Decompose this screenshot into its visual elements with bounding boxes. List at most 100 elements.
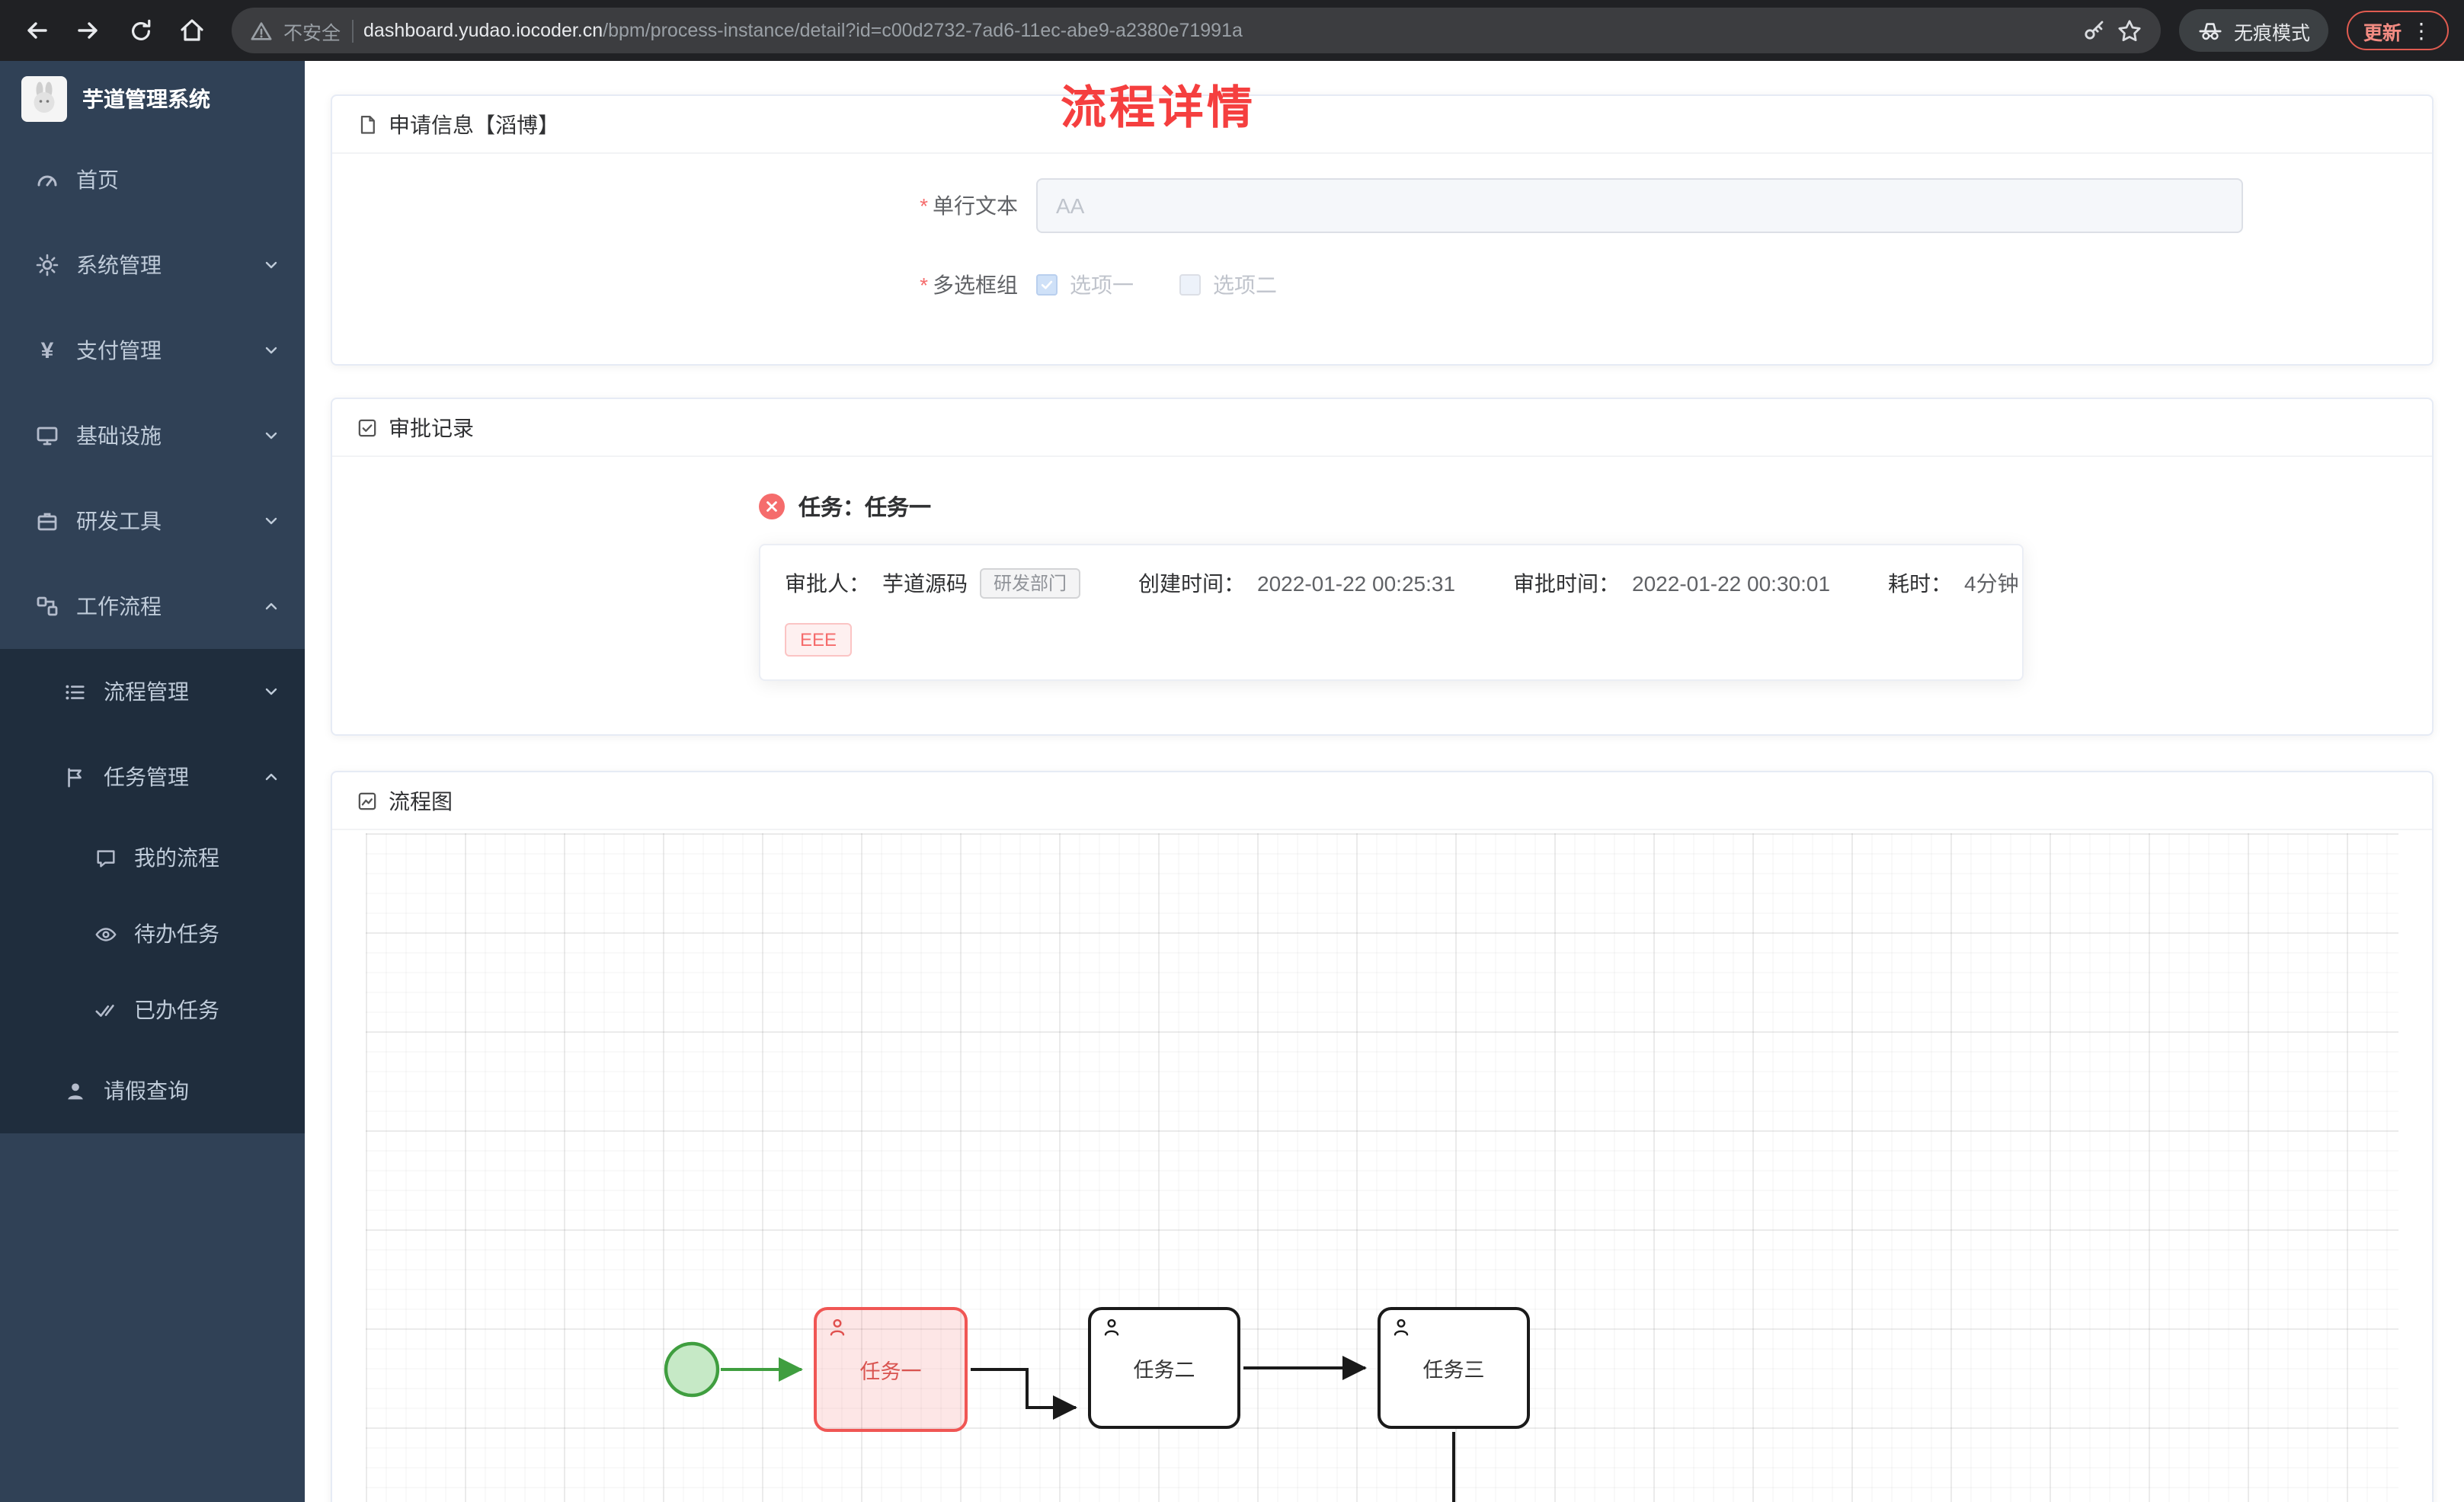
- checkbox-checked-icon: [1036, 274, 1058, 296]
- sidebar-item-system[interactable]: 系统管理: [0, 222, 305, 308]
- chevron-up-icon: [262, 597, 280, 615]
- sidebar-item-workflow[interactable]: 工作流程: [0, 564, 305, 649]
- user-task-icon: [1391, 1318, 1411, 1342]
- person-icon: [61, 1079, 88, 1102]
- monitor-icon: [34, 423, 61, 448]
- apply-info-title: 申请信息【滔博】: [389, 112, 559, 136]
- sidebar-item-payment[interactable]: ¥ 支付管理: [0, 308, 305, 393]
- approved-label: 审批时间：: [1513, 571, 1621, 596]
- process-diagram-header: 流程图: [332, 772, 2432, 830]
- task-title: 任务：任务一: [798, 497, 931, 521]
- approval-detail-card: 审批人： 芋道源码 研发部门 创建时间： 2022-01-22 00:25:31 审…: [759, 544, 2024, 681]
- timeline-item: 任务：任务一: [759, 491, 2432, 523]
- created-time: 2022-01-22 00:25:31: [1257, 571, 1456, 596]
- chevron-down-icon: [262, 427, 280, 445]
- required-asterisk: *: [920, 273, 928, 297]
- duration-label: 耗时：: [1888, 571, 1953, 596]
- incognito-icon: [2197, 18, 2223, 43]
- approver-label: 审批人：: [785, 571, 870, 596]
- approval-meta-line: 审批人： 芋道源码 研发部门 创建时间： 2022-01-22 00:25:31 审…: [785, 568, 2019, 599]
- back-icon[interactable]: [15, 9, 58, 52]
- home-icon[interactable]: [171, 9, 213, 52]
- approver-name: 芋道源码: [882, 571, 968, 596]
- dept-tag: 研发部门: [980, 568, 1081, 599]
- warning-icon: [250, 19, 273, 42]
- sidebar-item-home[interactable]: 首页: [0, 137, 305, 222]
- browser-toolbar: 不安全 dashboard.yudao.iocoder.cn/bpm/proce…: [0, 0, 2464, 61]
- start-event-circle: [664, 1341, 720, 1398]
- error-status-icon: [759, 494, 785, 519]
- sidebar-item-label: 流程管理: [104, 679, 189, 704]
- sidebar-item-label: 研发工具: [76, 509, 162, 533]
- chevron-down-icon: [262, 256, 280, 274]
- bpmn-canvas[interactable]: 任务一 任务二 任务三: [366, 833, 2398, 1502]
- forward-icon[interactable]: [67, 9, 110, 52]
- refresh-icon[interactable]: [119, 9, 162, 52]
- process-diagram-title: 流程图: [389, 788, 453, 813]
- form-row-checkbox: *多选框组 选项一 选项二: [332, 257, 2432, 312]
- comment-tag: EEE: [785, 623, 853, 657]
- app-logo[interactable]: 芋道管理系统: [0, 61, 305, 137]
- chevron-down-icon: [262, 682, 280, 701]
- bpmn-task-1[interactable]: 任务一: [814, 1307, 968, 1432]
- user-task-icon: [827, 1318, 847, 1342]
- sidebar-item-label: 首页: [76, 168, 119, 192]
- toolbox-icon: [34, 509, 61, 533]
- url-path: /bpm/process-instance/detail?id=c00d2732…: [603, 20, 1243, 41]
- approval-records-title: 审批记录: [389, 415, 474, 439]
- update-button[interactable]: 更新 ⋮: [2346, 11, 2449, 50]
- app-title: 芋道管理系统: [82, 87, 210, 111]
- security-label[interactable]: 不安全: [283, 22, 341, 43]
- list-icon: [61, 680, 88, 703]
- dashboard-icon: [34, 168, 61, 192]
- sidebar-item-task-mgmt[interactable]: 任务管理: [0, 734, 305, 820]
- text-field-label: *单行文本: [920, 193, 1018, 218]
- bpmn-task-2[interactable]: 任务二: [1088, 1307, 1240, 1429]
- sidebar-item-label: 系统管理: [76, 253, 162, 277]
- apply-info-card: 申请信息【滔博】 *单行文本 *多选框组 选项一 选项二: [331, 94, 2434, 366]
- approval-timeline: 任务：任务一 审批人： 芋道源码 研发部门 创建时间： 2022-01-22 00:…: [332, 457, 2432, 681]
- menu-dots-icon[interactable]: ⋮: [2411, 18, 2432, 42]
- bpmn-task-3[interactable]: 任务三: [1378, 1307, 1530, 1429]
- sidebar-item-infra[interactable]: 基础设施: [0, 393, 305, 478]
- incognito-label: 无痕模式: [2233, 22, 2310, 43]
- sidebar-item-my-process[interactable]: 我的流程: [0, 820, 305, 896]
- checkbox-field-label: *多选框组: [920, 273, 1018, 297]
- single-line-text-input[interactable]: [1036, 178, 2243, 233]
- bpmn-task-label: 任务一: [859, 1360, 922, 1383]
- briefcase-icon: [34, 594, 61, 618]
- approval-records-header: 审批记录: [332, 399, 2432, 457]
- created-label: 创建时间：: [1138, 571, 1246, 596]
- bpmn-task-label: 任务二: [1133, 1359, 1195, 1382]
- sidebar-item-leave-query[interactable]: 请假查询: [0, 1048, 305, 1133]
- approved-time: 2022-01-22 00:30:01: [1632, 571, 1831, 596]
- bookmark-star-icon[interactable]: [2117, 18, 2142, 43]
- sidebar-item-label: 基础设施: [76, 423, 162, 448]
- omnibox-divider: [351, 19, 354, 42]
- chevron-up-icon: [262, 768, 280, 786]
- sidebar-item-todo-tasks[interactable]: 待办任务: [0, 896, 305, 972]
- user-task-icon: [1102, 1318, 1122, 1342]
- chevron-down-icon: [262, 341, 280, 360]
- bpmn-connections: [664, 1341, 1455, 1502]
- sidebar-item-process-mgmt[interactable]: 流程管理: [0, 649, 305, 734]
- process-diagram-card: 流程图 任务一 任务二: [331, 771, 2434, 1502]
- main-content: 流程详情 申请信息【滔博】 *单行文本 *多选框组 选项一 选项二: [305, 61, 2464, 1502]
- url-host: dashboard.yudao.iocoder.cn: [363, 20, 603, 41]
- key-icon[interactable]: [2082, 18, 2106, 43]
- sidebar-item-done-tasks[interactable]: 已办任务: [0, 972, 305, 1048]
- chevron-down-icon: [262, 512, 280, 530]
- flag-icon: [61, 765, 88, 788]
- chat-icon: [91, 846, 119, 869]
- double-check-icon: [91, 999, 119, 1021]
- duration-value: 4分钟: [1964, 571, 2019, 596]
- sidebar-item-label: 请假查询: [104, 1079, 189, 1103]
- sidebar-item-label: 待办任务: [134, 922, 219, 946]
- url-text[interactable]: dashboard.yudao.iocoder.cn/bpm/process-i…: [363, 20, 2071, 41]
- checkbox-option-2[interactable]: 选项二: [1179, 270, 1277, 300]
- address-bar[interactable]: 不安全 dashboard.yudao.iocoder.cn/bpm/proce…: [232, 8, 2161, 53]
- form-row-text: *单行文本: [332, 178, 2432, 233]
- sidebar-item-devtools[interactable]: 研发工具: [0, 478, 305, 564]
- workflow-submenu: 流程管理 任务管理 我的流程 待办任务 已办任务 请假查询: [0, 649, 305, 1133]
- checkbox-option-1[interactable]: 选项一: [1036, 270, 1134, 300]
